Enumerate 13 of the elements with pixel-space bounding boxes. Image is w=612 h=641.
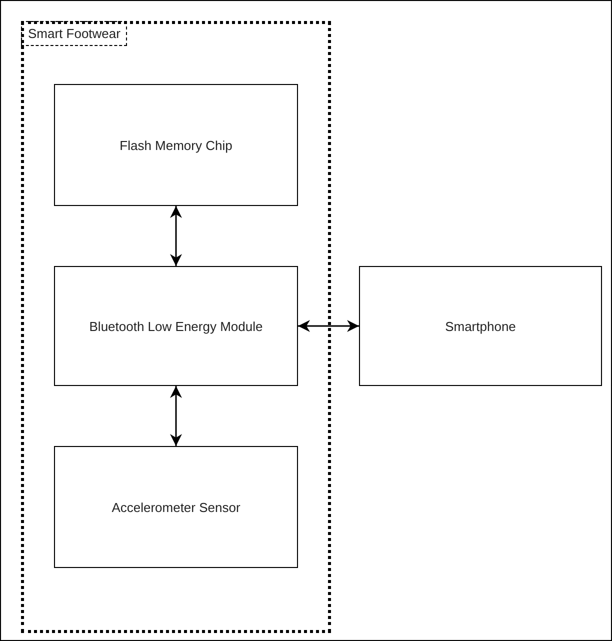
double-arrow [170, 386, 182, 446]
double-arrow [298, 320, 359, 332]
box-label: Bluetooth Low Energy Module [89, 318, 263, 334]
component-box [54, 446, 298, 568]
box-label: Flash Memory Chip [120, 138, 232, 152]
container-box [21, 21, 331, 633]
component-box [54, 266, 298, 386]
double-arrow [170, 206, 182, 266]
container-title: Smart Footwear [21, 21, 128, 46]
box-label: Accelerometer Sensor [112, 500, 240, 514]
box-label: Smartphone [445, 318, 516, 334]
component-box [359, 266, 602, 386]
component-box [54, 84, 298, 206]
